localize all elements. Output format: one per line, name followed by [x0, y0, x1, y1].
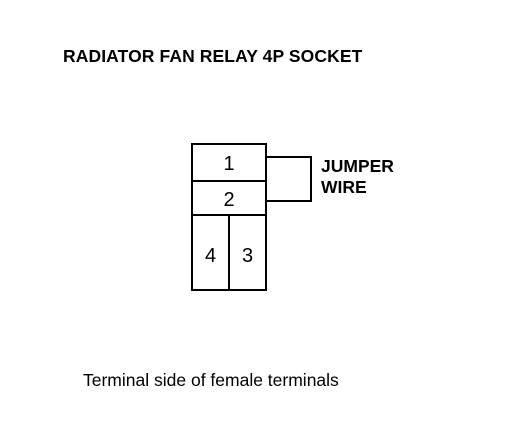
diagram-caption: Terminal side of female terminals [83, 370, 339, 390]
jumper-wire [266, 156, 312, 202]
terminal-4-label: 4 [205, 245, 216, 267]
terminal-1-label: 1 [223, 153, 234, 175]
jumper-wire-label: JUMPER WIRE [321, 156, 394, 198]
terminal-2-label: 2 [223, 189, 234, 211]
diagram-title: RADIATOR FAN RELAY 4P SOCKET [63, 46, 363, 66]
terminal-3-label: 3 [242, 245, 253, 267]
jumper-label-line1: JUMPER [321, 156, 394, 176]
jumper-label-line2: WIRE [321, 177, 367, 197]
